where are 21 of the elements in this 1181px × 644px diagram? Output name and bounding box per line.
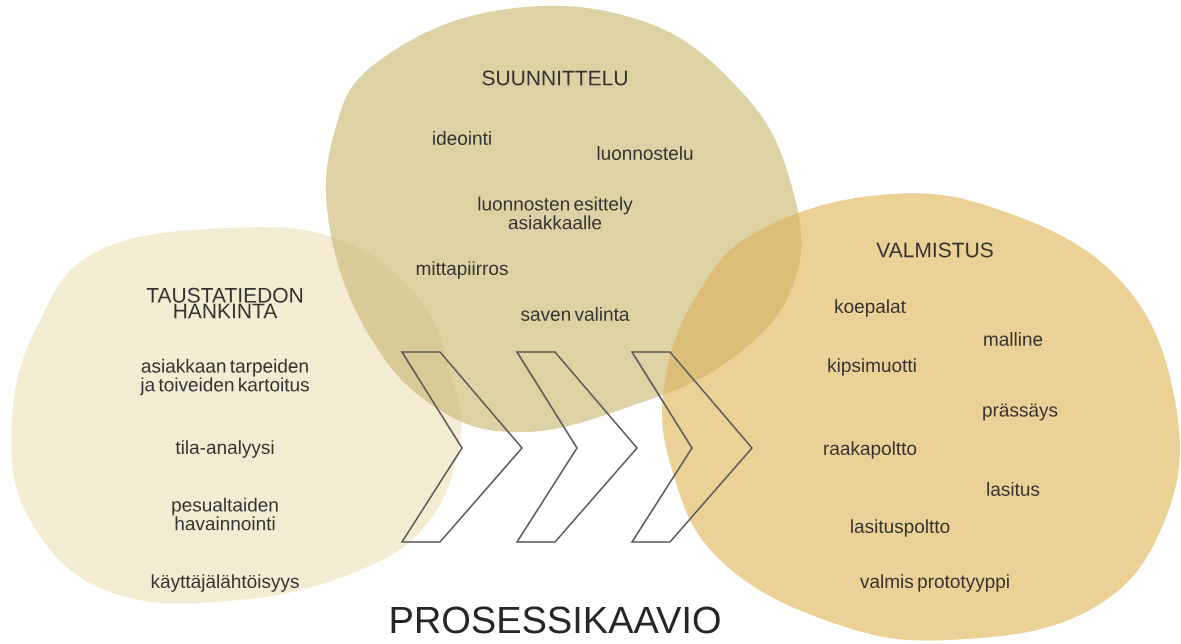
blob-item: malline [984, 332, 1043, 346]
blob-heading: SUUNNITTELU [482, 70, 627, 86]
blob-item: luonnostelu [597, 146, 693, 160]
blob-heading: VALMISTUS [876, 242, 993, 258]
blob-item: ideointi [433, 131, 491, 145]
blob-item: valmis prototyyppi [860, 574, 1009, 592]
title: PROSESSIKAAVIO [391, 606, 720, 634]
blob-item: luonnosten esittely asiakkaalle [478, 196, 633, 230]
blob-item: tila-analyysi [175, 440, 274, 458]
blob-item: saven valinta [521, 307, 630, 321]
blob-item: lasituspoltto [851, 519, 950, 537]
blob-heading: TAUSTATIEDON HANKINTA [146, 287, 303, 319]
blob-item: käyttäjälähtöisyys [151, 574, 299, 592]
blob-item: koepalat [835, 299, 906, 317]
blob-item: prässäys [983, 403, 1058, 421]
blob-item: asiakkaan tarpeiden ja toiveiden kartoitus [139, 358, 309, 396]
blob-item: lasitus [987, 482, 1040, 496]
blob-item: raakapoltto [824, 441, 917, 459]
blob-item: kipsimuotti [828, 358, 916, 376]
blob-item: pesualtaiden havainnointi [172, 497, 278, 531]
blob-item: mittapiirros [416, 261, 508, 279]
